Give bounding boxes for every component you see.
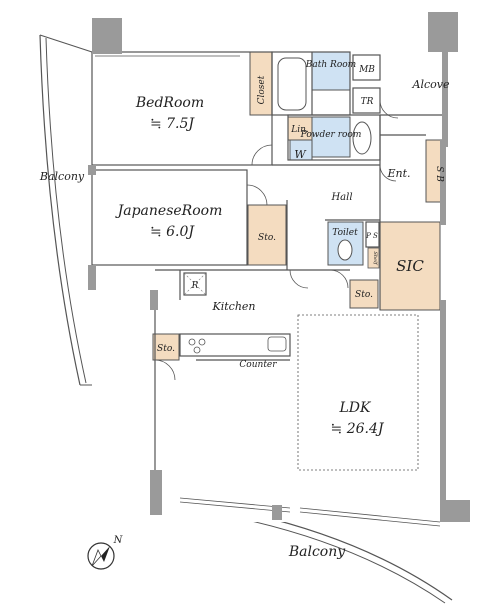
powder-room-area bbox=[311, 116, 351, 158]
north-arrow-icon: N bbox=[87, 535, 124, 570]
mb-label: MB bbox=[358, 65, 375, 75]
hall-label: Hall bbox=[330, 192, 352, 203]
japanese-room-name: JapaneseRoom bbox=[115, 203, 223, 219]
toilet-label: Toilet bbox=[332, 228, 358, 238]
tr-label: TR bbox=[361, 97, 374, 107]
shelf-area bbox=[367, 247, 380, 269]
sto-ldk-area bbox=[349, 279, 379, 309]
toilet-bowl-icon bbox=[337, 239, 353, 261]
bathtub-icon bbox=[277, 57, 307, 111]
room-labels: BedRoom ≒ 7.5J JapaneseRoom ≒ 6.0J LDK ≒… bbox=[39, 60, 450, 560]
washbasin-icon bbox=[352, 121, 372, 155]
bedroom-size: ≒ 7.5J bbox=[150, 116, 195, 132]
sto-japanese-label: Sto. bbox=[258, 233, 276, 243]
kitchen-label: Kitchen bbox=[212, 300, 256, 313]
sb-label: S B bbox=[434, 166, 444, 182]
bath-label-area bbox=[311, 51, 351, 91]
stove-icon bbox=[188, 338, 206, 354]
bath-label: Bath Room bbox=[305, 60, 356, 70]
sto-ldk-label: Sto. bbox=[355, 290, 373, 300]
counter-label: Counter bbox=[239, 360, 277, 370]
sto-kitchen-area bbox=[152, 333, 180, 361]
sic-label: SIC bbox=[396, 257, 424, 275]
sto-kitchen-label: Sto. bbox=[157, 344, 175, 354]
balcony-bottom-label: Balcony bbox=[288, 544, 346, 560]
ldk-dashed-area bbox=[297, 314, 419, 471]
partitions bbox=[91, 51, 442, 470]
outer-walls bbox=[88, 12, 470, 522]
refrigerator-label: R bbox=[191, 281, 199, 291]
shelf-label: Shelf bbox=[372, 251, 378, 265]
alcove-label: Alcove bbox=[412, 78, 450, 91]
compass-label: N bbox=[113, 535, 124, 546]
japanese-room-size: ≒ 6.0J bbox=[150, 224, 195, 240]
refrigerator-mark bbox=[183, 272, 207, 296]
powder-room-label: Powder room bbox=[300, 130, 362, 140]
washer-label: W bbox=[294, 148, 307, 161]
entrance-label: Ent. bbox=[386, 167, 410, 180]
closet-label: Closet bbox=[257, 75, 267, 104]
sink-icon bbox=[267, 336, 287, 352]
ldk-size: ≒ 26.4J bbox=[331, 421, 385, 437]
ps-label: P S bbox=[365, 232, 378, 240]
door-swings bbox=[154, 99, 399, 381]
bedroom-name: BedRoom bbox=[135, 95, 204, 111]
linen-label: Lin. bbox=[290, 125, 309, 135]
ldk-name: LDK bbox=[339, 400, 373, 416]
balcony-left-label: Balcony bbox=[39, 170, 85, 183]
sic-area bbox=[379, 221, 441, 311]
